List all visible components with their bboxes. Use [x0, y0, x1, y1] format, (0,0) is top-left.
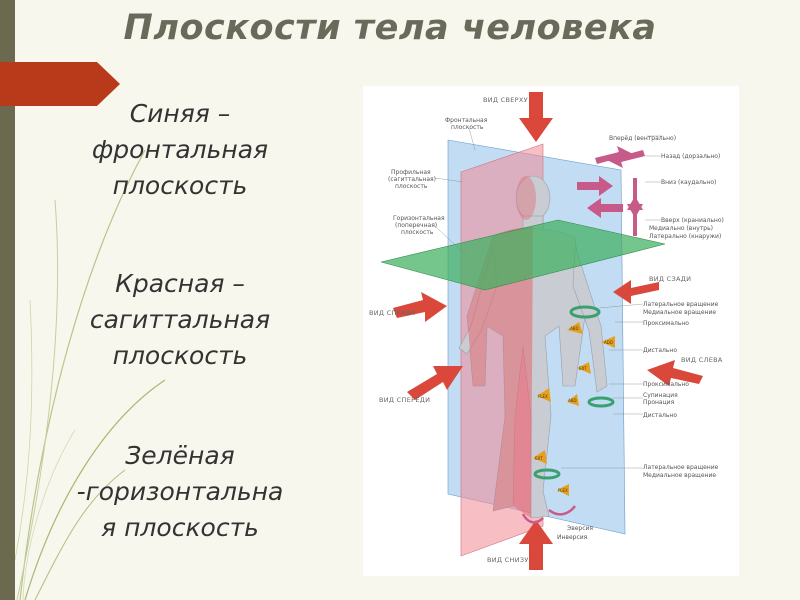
body-planes-illustration: ВИД СВЕРХУ ВИД СЗАДИ ВИД СПРАВА ВИД СЛЕВ…	[369, 92, 724, 570]
arrow-left-side	[647, 360, 703, 386]
arrow-medial	[577, 176, 613, 196]
direction-arrows	[577, 146, 645, 236]
accent-arrow-tab	[0, 62, 120, 106]
label-horizontal-plane-3: плоскость	[401, 229, 434, 236]
arrow-up	[627, 196, 643, 236]
ankle-rotation-ring	[533, 468, 561, 480]
caption-line: я плоскость	[101, 513, 259, 542]
label-view-top: ВИД СВЕРХУ	[483, 96, 528, 104]
caption-line: Синяя –	[129, 99, 231, 128]
caption-green-plane: Зелёная -горизонтальна я плоскость	[25, 438, 335, 546]
marker-abd-shoulder	[567, 322, 583, 334]
label-pronation: Пронация	[643, 399, 675, 406]
arrow-back	[613, 280, 659, 304]
arrow-backward	[607, 150, 645, 168]
label-proximal-forearm: Проксимально	[643, 381, 689, 388]
mark-add: ADD	[604, 340, 613, 345]
label-view-front: ВИД СПЕРЕДИ	[379, 396, 430, 404]
label-horizontal-plane-2: (поперечная)	[395, 222, 437, 229]
label-frontal-plane-2: плоскость	[451, 124, 484, 131]
label-medial-rotation-arm: Медиальное вращение	[643, 309, 716, 316]
decorative-grass	[15, 149, 165, 600]
label-distal-forearm: Дистально	[643, 412, 677, 419]
horizontal-plane	[380, 219, 666, 291]
label-up: Вверх (краниально)	[661, 217, 724, 224]
leader-lines	[434, 127, 663, 469]
label-medial-rotation-leg: Медиальное вращение	[643, 472, 716, 479]
caption-line: плоскость	[112, 171, 248, 200]
marker-flex-hip	[537, 388, 551, 402]
mark-abd-wrist: ABD	[568, 398, 577, 403]
mark-flex: FLEX	[538, 394, 548, 399]
marker-abd-foot	[567, 394, 579, 406]
marker-flex-ankle	[557, 484, 569, 496]
label-sagittal-plane-1: Профильная	[391, 169, 431, 176]
caption-line: фронтальная	[91, 135, 269, 164]
marker-ext-elbow	[577, 362, 591, 374]
label-distal-arm: Дистально	[643, 347, 677, 354]
arrow-top	[519, 92, 553, 142]
label-eversion: Эверсия	[567, 525, 593, 532]
arrow-bottom	[519, 520, 553, 570]
label-lateral: Латерально (кнаружи)	[649, 233, 721, 240]
caption-line: сагиттальная	[89, 305, 271, 334]
caption-blue-plane: Синяя – фронтальная плоскость	[25, 96, 335, 204]
caption-red-plane: Красная – сагиттальная плоскость	[25, 266, 335, 374]
arrow-front	[407, 366, 463, 400]
label-lateral-rotation-leg: Латеральное вращение	[643, 464, 719, 471]
caption-line: -горизонтальна	[76, 477, 284, 506]
arrow-lateral	[587, 198, 623, 218]
label-sagittal-plane-2: (сагиттальная)	[388, 176, 436, 183]
label-supination: Супинация	[643, 392, 678, 399]
eversion-arrow	[548, 505, 576, 516]
wrist-rotation-ring	[587, 396, 615, 408]
label-lateral-rotation-arm: Латеральное вращение	[643, 301, 719, 308]
label-view-left: ВИД СЛЕВА	[681, 356, 723, 364]
label-view-bottom: ВИД СНИЗУ	[487, 556, 529, 564]
caption-line: плоскость	[112, 341, 248, 370]
label-frontal-plane-1: Фронтальная	[445, 117, 488, 124]
label-sagittal-plane-3: плоскость	[395, 183, 428, 190]
arrow-right-side	[393, 292, 447, 322]
label-backward: Назад (дорзально)	[661, 153, 720, 160]
view-arrows	[393, 92, 703, 570]
mark-ext-knee: EXT	[535, 456, 543, 461]
movement-markers	[533, 322, 615, 496]
caption-line: Зелёная	[125, 441, 235, 470]
label-view-back: ВИД СЗАДИ	[649, 275, 691, 283]
left-edge-bar	[0, 0, 15, 600]
mark-abd: ABD	[570, 326, 579, 331]
label-medial: Медиально (внутрь)	[649, 225, 713, 232]
mark-ext: EXT	[579, 366, 587, 371]
body-planes-figure: ВИД СВЕРХУ ВИД СЗАДИ ВИД СПРАВА ВИД СЛЕВ…	[363, 86, 739, 576]
label-down: Вниз (каудально)	[661, 179, 716, 186]
inversion-arrow	[521, 513, 544, 524]
label-proximal-arm: Проксимально	[643, 320, 689, 327]
label-view-right: ВИД СПРАВА	[369, 309, 415, 317]
shoulder-rotation-ring	[569, 305, 601, 319]
marker-ext-knee	[533, 450, 547, 464]
head-tint	[516, 176, 536, 220]
caption-line: Красная –	[115, 269, 245, 298]
label-horizontal-plane-1: Горизонтальная	[393, 215, 445, 222]
slide-title: Плоскости тела человека	[123, 8, 657, 48]
body-sagittal-tint	[467, 227, 533, 518]
label-forward: Вперёд (вентрально)	[609, 135, 676, 142]
mark-flex-ankle: FLEX	[558, 488, 568, 493]
rotation-rings	[533, 305, 615, 480]
marker-add-shoulder	[601, 336, 615, 348]
label-inversion: Инверсия	[557, 534, 588, 541]
